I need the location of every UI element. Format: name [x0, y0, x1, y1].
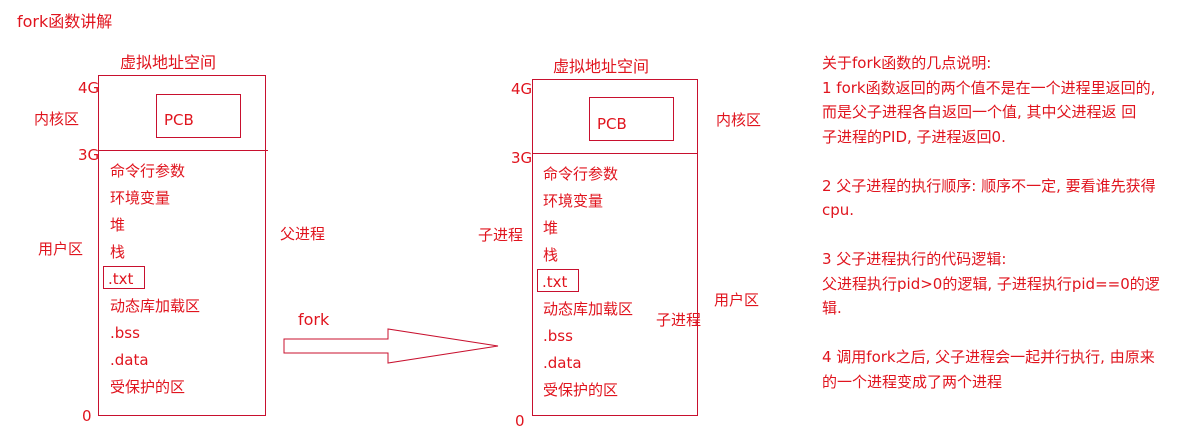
fork-arrow-label: fork: [298, 310, 330, 329]
note-2-line-2: cpu.: [822, 201, 855, 219]
left-segment-cmdline: 命令行参数: [110, 162, 186, 180]
left-pcb-box: [156, 94, 241, 138]
right-segment-env: 环境变量: [543, 192, 604, 210]
fork-notes: 关于fork函数的几点说明: 1 fork函数返回的两个值不是在一个进程里返回的…: [822, 51, 1182, 394]
right-space-title: 虚拟地址空间: [553, 57, 650, 76]
left-label-0: 0: [82, 407, 92, 425]
note-1-line-2: 而是父子进程各自返回一个值, 其中父进程返 回: [822, 103, 1137, 121]
right-txt-box: [537, 269, 579, 292]
notes-heading: 关于fork函数的几点说明:: [822, 54, 992, 72]
page-title: fork函数讲解: [17, 12, 113, 31]
note-4-line-2: 的一个进程变成了两个进程: [822, 372, 1003, 391]
left-segment-txt: .txt: [108, 270, 134, 288]
note-1-line-1: 1 fork函数返回的两个值不是在一个进程里返回的,: [822, 78, 1156, 97]
left-segment-stack: 栈: [110, 243, 126, 261]
right-label-4g: 4G: [511, 80, 533, 98]
left-label-4g: 4G: [78, 79, 100, 97]
left-segment-heap: 堆: [110, 216, 126, 234]
note-2-line-1: 2 父子进程的执行顺序: 顺序不一定, 要看谁先获得: [822, 176, 1156, 195]
right-pcb-label: PCB: [597, 115, 627, 133]
left-address-space-box: [98, 75, 266, 416]
right-label-3g: 3G: [511, 149, 533, 167]
right-kernel-user-divider: [532, 153, 698, 154]
note-3-line-1: 3 父子进程执行的代码逻辑:: [822, 250, 1007, 268]
right-segment-heap: 堆: [543, 219, 559, 237]
left-kernel-user-divider: [98, 150, 268, 151]
left-pcb-label: PCB: [164, 111, 194, 129]
left-kernel-label: 内核区: [34, 110, 80, 128]
note-1-line-3: 子进程的PID, 子进程返回0.: [822, 127, 1006, 146]
child-process-label: 子进程: [478, 226, 524, 244]
right-segment-txt: .txt: [542, 273, 568, 291]
right-label-0: 0: [515, 412, 525, 430]
left-segment-dynlib: 动态库加载区: [110, 297, 201, 315]
right-segment-cmdline: 命令行参数: [543, 165, 619, 183]
right-segment-stack: 栈: [543, 246, 559, 264]
left-user-label: 用户区: [38, 240, 84, 258]
right-user-label: 用户区: [714, 291, 760, 309]
right-kernel-label: 内核区: [716, 111, 762, 129]
right-segment-data: .data: [543, 354, 582, 372]
note-3-line-3: 辑.: [822, 299, 842, 317]
right-pcb-box: [589, 97, 674, 141]
left-segment-protected: 受保护的区: [110, 378, 186, 396]
left-label-3g: 3G: [78, 146, 100, 164]
parent-process-label: 父进程: [280, 225, 326, 243]
right-segment-bss: .bss: [543, 327, 573, 345]
right-segment-protected: 受保护的区: [543, 381, 619, 399]
left-segment-env: 环境变量: [110, 189, 171, 207]
right-segment-dynlib: 动态库加载区: [543, 300, 634, 318]
left-segment-bss: .bss: [110, 324, 140, 342]
left-space-title: 虚拟地址空间: [120, 53, 217, 72]
right-address-space-box: [532, 79, 698, 416]
note-4-line-1: 4 调用fork之后, 父子进程会一起并行执行, 由原来: [822, 348, 1155, 366]
left-txt-box: [103, 266, 145, 289]
left-segment-data: .data: [110, 351, 149, 369]
note-3-line-2: 父进程执行pid>0的逻辑, 子进程执行pid==0的逻: [822, 274, 1160, 293]
child-process-label-inner: 子进程: [656, 311, 702, 329]
